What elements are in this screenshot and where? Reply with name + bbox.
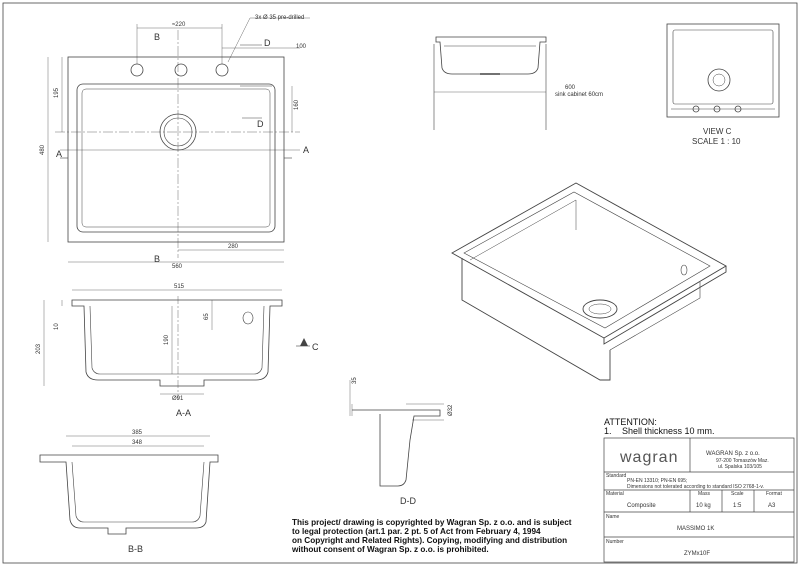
label-d-top: D (264, 38, 271, 48)
dim-91: Ø91 (172, 396, 184, 402)
label-b-bottom: B (154, 254, 160, 264)
standard-label: Standard (606, 473, 627, 479)
name-value: MASSIMO 1K (677, 526, 714, 532)
bowl-outline (76, 83, 276, 233)
dim-280: 280 (228, 244, 239, 250)
attention-heading: ATTENTION: (604, 417, 657, 427)
standard-line-1: PN-EN 13310; PN-EN 695; (627, 478, 687, 484)
format-value: A3 (768, 503, 776, 509)
copyright-line-4: without consent of Wagran Sp. z o.o. is … (291, 545, 489, 554)
scale-value: 1:5 (733, 503, 742, 509)
section-dd (349, 380, 444, 487)
dim-560: 560 (172, 264, 183, 270)
material-value: Composite (627, 503, 656, 509)
scale-label: Scale (731, 491, 744, 497)
attention-item-text: Shell thickness 10 mm. (622, 426, 715, 436)
tap-hole-1 (130, 63, 144, 77)
dim-160: 160 (294, 99, 300, 110)
number-value: ZYMx10F (684, 551, 710, 557)
mass-label: Mass (698, 491, 710, 497)
tap-hole-3 (215, 63, 229, 77)
tap-hole-2 (174, 63, 188, 77)
address-line-2: ul. Spalska 103/105 (718, 464, 762, 470)
company-logo: wagran (619, 449, 678, 466)
holes-note: 3x Ø 35 pre-drilled (255, 15, 304, 21)
dim-190: 190 (164, 334, 170, 345)
section-dd-title: D-D (400, 496, 416, 506)
dim-220: ≈220 (172, 22, 186, 28)
title-block (603, 437, 795, 563)
number-label: Number (606, 539, 624, 545)
dim-100: 100 (296, 44, 307, 50)
dim-385: 385 (132, 430, 143, 436)
dim-203: 203 (36, 343, 42, 354)
copyright-line-2: to legal protection (art.1 par. 2 pt. 5 … (292, 527, 541, 536)
cabinet-view (433, 36, 547, 130)
attention-item-number: 1. (604, 426, 612, 436)
company-name: WAGRAN Sp. z o.o. (706, 451, 760, 457)
dim-65: 65 (204, 313, 210, 320)
dim-600: 600 (565, 85, 576, 91)
sink-outline (67, 56, 285, 243)
mass-value: 10 kg (696, 503, 711, 509)
dim-515: 515 (174, 284, 185, 290)
standard-line-2: Dimensions not tolerated according to st… (627, 484, 764, 490)
section-bb (39, 435, 219, 535)
material-label: Material (606, 491, 624, 497)
section-bb-title: B-B (128, 544, 143, 554)
dim-10: 10 (54, 323, 60, 330)
name-label: Name (606, 514, 620, 520)
copyright-line-1: This project/ drawing is copyrighted by … (292, 518, 572, 527)
copyright-line-3: on Copyright and Related Rights). Copyin… (292, 536, 567, 545)
label-c: C (312, 342, 319, 352)
dim-348: 348 (132, 440, 143, 446)
cabinet-note: sink cabinet 60cm (555, 92, 603, 98)
label-b-top: B (154, 32, 160, 42)
label-a-left: A (56, 149, 62, 159)
isometric-view (451, 182, 727, 381)
dim-35: 35 (352, 377, 358, 384)
address-line-1: 97-200 Tomaszów Maz. (716, 458, 769, 464)
label-d-bottom: D (257, 119, 264, 129)
section-aa (43, 289, 310, 400)
top-view (47, 17, 310, 263)
format-label: Format (766, 491, 782, 497)
view-c-scale: SCALE 1 : 10 (692, 137, 741, 146)
section-aa-title: A-A (176, 408, 191, 418)
label-a-right: A (303, 145, 309, 155)
dim-480: 480 (40, 144, 46, 155)
view-c-title: VIEW C (703, 127, 732, 136)
view-c (666, 23, 780, 118)
dim-195: 195 (54, 87, 60, 98)
dim-32: Ø32 (448, 404, 454, 416)
